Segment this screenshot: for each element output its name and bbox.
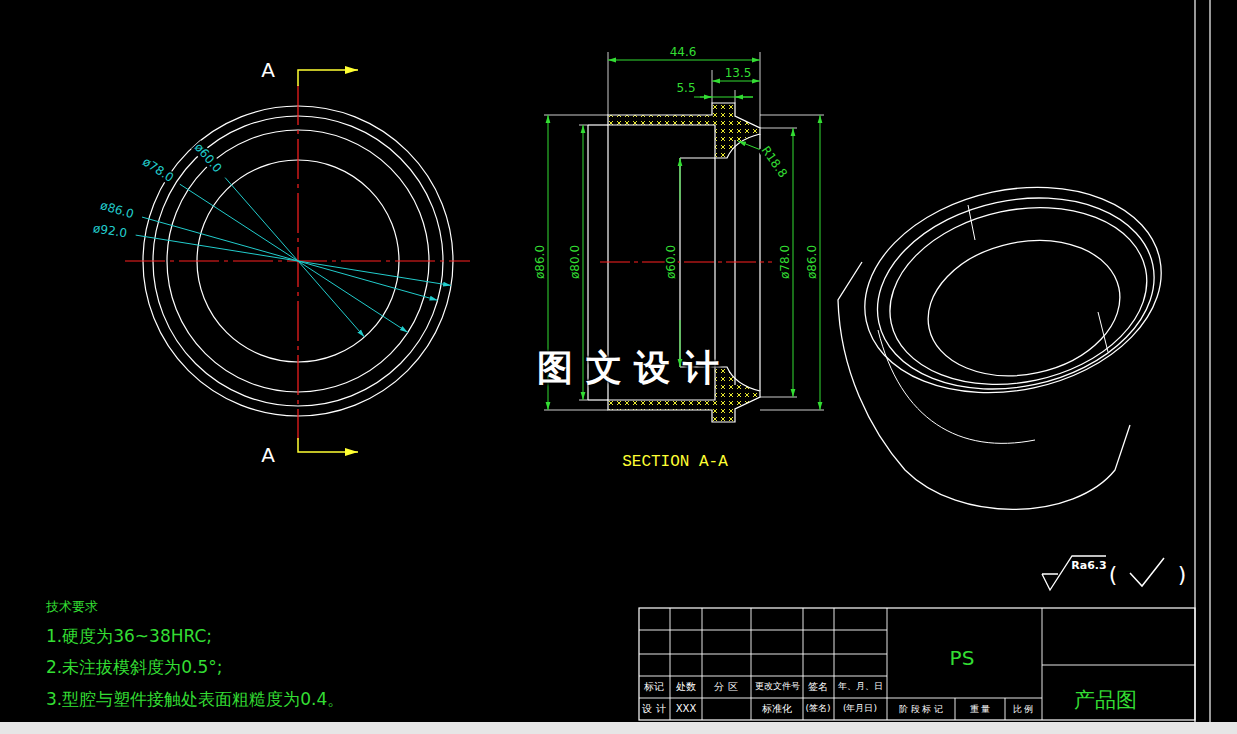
extension-line [608,52,609,115]
table-cell: 比 例 [1012,705,1035,714]
part-edge [588,124,608,125]
part-edge [714,158,715,367]
table-cell: XXX [675,704,698,715]
table-rule [670,608,671,720]
check-symbol [1130,558,1164,586]
table-cell: 重 量 [969,705,992,714]
dimension-text: ø80.0 [569,244,582,280]
dimension-text: ø86.0 [806,244,819,280]
rim-outline [860,173,1173,413]
dimension-text: 13.5 [724,67,753,80]
material-name: PS [949,648,976,669]
extension-line [760,397,797,398]
note-heading: 技术要求 [45,600,99,614]
dimension-line [680,158,681,200]
table-rule [887,698,1042,699]
table-cell: 签名 [807,682,829,693]
table-cell: 年、月、日 [837,682,884,691]
dimension-line [738,141,761,150]
dimension-text: ø60.0 [191,140,224,175]
bracket: ( [1108,563,1119,586]
table-rule [887,608,888,720]
body-outline [838,262,1130,509]
dimension-text: ø86.0 [98,199,136,221]
dimension-text: ø60.0 [665,244,678,280]
table-cell: 更改文件号 [754,682,801,691]
seam-line [1098,312,1108,352]
dimension-text: ø78.0 [139,155,176,185]
extension-line [544,410,608,411]
part-edge [680,157,715,158]
table-cell: (签名) [804,704,831,713]
status-bar [0,722,1237,734]
title-block [639,608,1195,720]
note-text: 3.型腔与塑件接触处表面粗糙度为0.4。 [45,691,345,709]
bracket: ) [1177,563,1188,586]
extension-line [544,115,608,116]
watermark: 图 文 设 计 [536,349,720,387]
section-letter: A [260,60,276,81]
table-cell: 标准化 [761,704,793,715]
section-marker [298,70,358,86]
view-caption: SECTION A-A [621,454,729,471]
center-line [297,85,298,440]
table-rule [1005,698,1006,720]
table-rule [639,654,887,655]
note-text: 1.硬度为36~38HRC; [45,628,213,646]
section-letter: A [260,445,276,466]
table-rule [803,608,804,720]
extension-line [760,115,824,116]
table-rule [1042,665,1195,666]
iso-view [845,161,1180,419]
dimension-text: ø86.0 [534,244,547,280]
section-hatch [608,103,760,158]
dimension-text: 5.5 [675,82,696,95]
section-marker [298,438,358,452]
table-cell: 阶 段 标 记 [898,705,945,714]
body-outline [878,330,1035,443]
dimension-text: 44.6 [669,46,698,59]
drawing-title: 产品图 [1073,689,1138,711]
table-cell: 分 区 [713,682,738,693]
dimension-line [793,128,794,397]
table-rule [702,608,703,720]
center-line [600,261,772,262]
dimension-text: ø78.0 [779,244,792,280]
extension-line [712,70,713,103]
dimension-line [700,97,753,98]
part-edge [588,399,608,400]
table-rule [639,698,887,699]
table-rule [955,698,956,720]
leader-line [142,217,438,300]
extension-line [760,52,761,128]
dimension-line [608,60,760,61]
table-cell: 设 计 [641,704,666,715]
table-cell: (年月日) [842,704,878,713]
seam-line [968,205,975,240]
roughness-value: Ra6.3 [1070,560,1107,572]
frame-line [1209,0,1210,722]
leader-line [136,235,451,285]
dimension-line [820,115,821,410]
leader-line [180,184,408,332]
table-rule [1042,608,1043,720]
bore-outline [915,223,1132,392]
extension-line [760,128,797,129]
table-rule [834,608,835,720]
table-rule [751,608,752,720]
dimension-text: R18.8 [758,143,790,181]
table-cell: 标记 [643,682,665,693]
table-rule [639,676,887,677]
rim-outline [845,161,1180,419]
note-text: 2.未注拔模斜度为0.5°; [45,659,223,677]
table-rule [639,630,887,631]
rim-outline [873,185,1163,407]
extension-line [760,410,824,411]
table-cell: 处数 [675,682,697,693]
dimension-text: ø92.0 [91,222,129,240]
dimension-line [712,81,760,82]
leader-line [225,178,364,337]
